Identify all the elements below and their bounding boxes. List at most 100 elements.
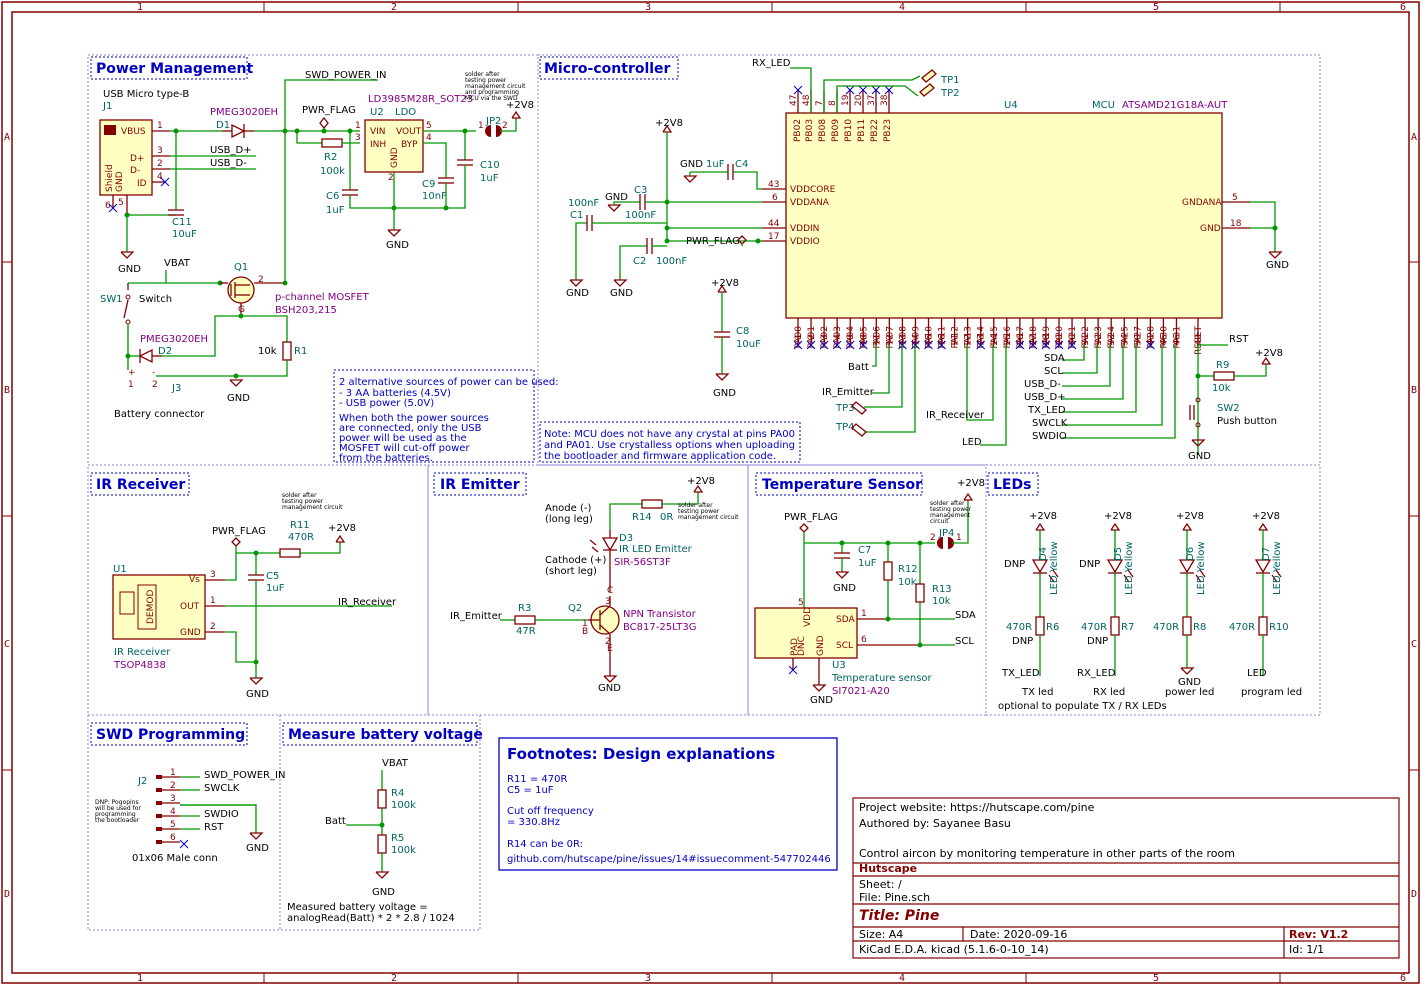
rail-2v8 bbox=[1258, 522, 1269, 531]
r2-value: 100k bbox=[320, 166, 345, 177]
gnd-label: GND bbox=[118, 264, 141, 275]
gnd-label: GND bbox=[680, 159, 703, 170]
r9-ref: R9 bbox=[1216, 360, 1229, 371]
u4-pin-num: 24 bbox=[990, 334, 1000, 346]
u4-pin-num: 25 bbox=[1003, 334, 1013, 345]
svg-text:5: 5 bbox=[798, 598, 804, 608]
tb-website: Project website: https://hutscape.com/pi… bbox=[859, 801, 1095, 814]
c5-ref: C5 bbox=[266, 571, 279, 582]
gnd-label: GND bbox=[713, 388, 736, 399]
u4-pin-num: 41 bbox=[1146, 334, 1156, 345]
d1-ref: D1 bbox=[216, 120, 230, 131]
gnd-label: GND bbox=[566, 288, 589, 299]
gnd-label: GND bbox=[227, 393, 250, 404]
svg-text:github.com/hutscape/pine/issue: github.com/hutscape/pine/issues/14#issue… bbox=[507, 854, 831, 865]
j2-pin bbox=[156, 788, 162, 792]
svg-text:PAD: PAD bbox=[790, 638, 800, 656]
r3-ref: R3 bbox=[518, 603, 531, 614]
svg-text:- 3 AA batteries (4.5V): - 3 AA batteries (4.5V) bbox=[339, 388, 451, 399]
rail-2v8 bbox=[1035, 522, 1046, 531]
svg-text:1: 1 bbox=[478, 121, 484, 131]
u4-pin-num: 9 bbox=[846, 334, 856, 340]
svg-text:R14 can be 0R:: R14 can be 0R: bbox=[507, 839, 583, 850]
u3-desc: Temperature sensor bbox=[831, 673, 933, 684]
diode-d2 bbox=[138, 348, 162, 364]
gnd-label: GND bbox=[246, 689, 269, 700]
svg-text:2 alternative sources of power: 2 alternative sources of power can be us… bbox=[339, 377, 559, 388]
svg-text:3: 3 bbox=[210, 570, 216, 580]
svg-text:VDDIO: VDDIO bbox=[790, 237, 820, 247]
j3-desc: Battery connector bbox=[114, 409, 205, 420]
svg-text:DNP: Pogopins: DNP: Pogopins bbox=[95, 799, 139, 806]
col-label: 3 bbox=[645, 973, 651, 984]
svg-text:R11 = 470R: R11 = 470R bbox=[507, 774, 567, 785]
led-dnp: DNP bbox=[1004, 559, 1025, 570]
pin-name: VIN bbox=[370, 127, 386, 137]
net-ir-emitter: IR_Emitter bbox=[822, 387, 875, 398]
u4-pin-name: PA16 bbox=[1003, 326, 1013, 349]
svg-text:PB09: PB09 bbox=[831, 119, 841, 142]
led-resistor-dnp: DNP bbox=[1012, 636, 1033, 647]
svg-text:are connected, only the USB: are connected, only the USB bbox=[339, 423, 482, 434]
pin-name: Shield bbox=[105, 164, 115, 192]
anode-label: Anode (-) bbox=[545, 503, 591, 514]
tb-author: Authored by: Sayanee Basu bbox=[859, 817, 1011, 830]
svg-text:6: 6 bbox=[772, 193, 778, 203]
gnd-label: GND bbox=[810, 695, 833, 706]
svg-text:2: 2 bbox=[502, 121, 508, 131]
section-title-ir-emitter: IR Emitter bbox=[440, 477, 520, 493]
j2-pin-num: 2 bbox=[170, 781, 176, 791]
svg-text:PB22: PB22 bbox=[870, 119, 880, 142]
r11-ref: R11 bbox=[290, 520, 310, 531]
diode-d1 bbox=[222, 123, 254, 139]
r14-ref: R14 bbox=[632, 512, 652, 523]
led-color: LED Yellow bbox=[1049, 541, 1060, 595]
svg-text:management circuit: management circuit bbox=[465, 83, 526, 90]
svg-text:7: 7 bbox=[815, 100, 825, 106]
svg-text:management: management bbox=[930, 512, 971, 519]
row-label: C bbox=[4, 639, 10, 650]
svg-text:3: 3 bbox=[605, 597, 611, 607]
svg-text:2: 2 bbox=[152, 380, 158, 390]
led-label: TX led bbox=[1021, 687, 1053, 698]
svg-text:-: - bbox=[152, 368, 155, 378]
pin-name: BYP bbox=[401, 140, 418, 150]
footnotes-title: Footnotes: Design explanations bbox=[507, 745, 775, 763]
svg-text:2: 2 bbox=[258, 275, 264, 285]
q2-ref: Q2 bbox=[568, 603, 582, 614]
led-d5 bbox=[1106, 559, 1124, 574]
u4-pin-name: PA24 bbox=[1107, 326, 1117, 349]
svg-text:SDA: SDA bbox=[836, 615, 855, 625]
c6-value: 1uF bbox=[326, 205, 345, 216]
tb-size: Size: A4 bbox=[859, 928, 903, 941]
led-label: RX led bbox=[1093, 687, 1125, 698]
led-resistor bbox=[1258, 616, 1268, 636]
led-resistor-ref: R6 bbox=[1046, 622, 1059, 633]
title-block: Project website: https://hutscape.com/pi… bbox=[852, 797, 1400, 959]
tb-id: Id: 1/1 bbox=[1289, 943, 1324, 956]
net-swdio: SWDIO bbox=[1032, 431, 1067, 442]
svg-text:GND: GND bbox=[180, 628, 201, 638]
svg-text:Cut off frequency: Cut off frequency bbox=[507, 806, 594, 817]
u4-pin-num: 40 bbox=[1194, 334, 1204, 346]
r3-value: 47R bbox=[516, 626, 536, 637]
col-label: 3 bbox=[645, 2, 651, 13]
svg-text:GND: GND bbox=[1200, 224, 1221, 234]
led-resistor bbox=[1035, 616, 1045, 636]
c4-ref: C4 bbox=[735, 159, 748, 170]
u4-pin-num: 14 bbox=[911, 334, 921, 346]
u4-pin-name: PA22 bbox=[1081, 326, 1091, 348]
gnd-label: GND bbox=[1188, 451, 1211, 462]
led-ref: D4 bbox=[1038, 547, 1049, 561]
power-note bbox=[333, 369, 535, 463]
j2-net: SWDIO bbox=[204, 809, 239, 820]
battery-formula: Measured battery voltage = bbox=[287, 902, 428, 913]
net-batt: Batt bbox=[325, 816, 346, 827]
net-scl: SCL bbox=[955, 636, 974, 647]
u4-desc: MCU bbox=[1092, 100, 1115, 111]
u4-pin-num: 1 bbox=[794, 334, 804, 340]
svg-text:management circuit: management circuit bbox=[282, 504, 343, 511]
svg-text:testing power: testing power bbox=[678, 508, 720, 515]
u4-pin-name: PA31 bbox=[1172, 326, 1182, 348]
